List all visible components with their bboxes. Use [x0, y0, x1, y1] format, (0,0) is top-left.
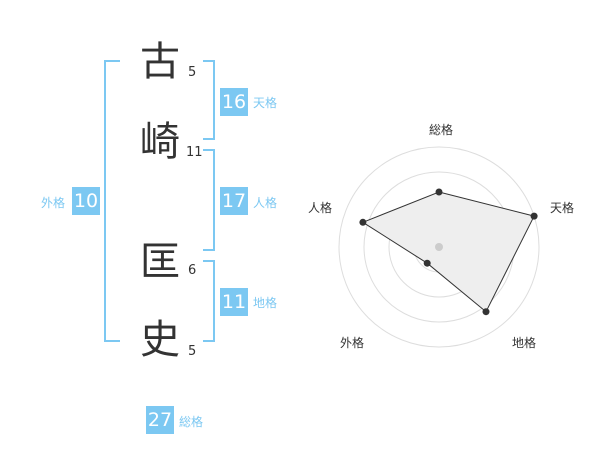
jinkaku-value: 17 [220, 187, 248, 215]
chikaku-value: 11 [220, 288, 248, 316]
chikaku-bracket [203, 260, 215, 342]
chikaku-label: 地格 [253, 296, 278, 310]
radar-label-jinkaku: 人格 [308, 200, 332, 215]
radar-area [361, 191, 535, 313]
tenkaku-bracket [203, 60, 215, 140]
name-char-4: 史 [140, 317, 180, 363]
radar-point [359, 218, 367, 226]
gaikaku-label: 外格 [41, 196, 66, 210]
jinkaku-label: 人格 [253, 196, 278, 210]
radar-label-chikaku: 地格 [512, 335, 536, 350]
stroke-count-1: 5 [188, 65, 197, 80]
name-char-1: 古 [140, 39, 180, 85]
radar-point [435, 188, 443, 196]
radar-point [530, 212, 538, 220]
stroke-count-3: 6 [188, 263, 197, 278]
radar-ring [338, 146, 540, 348]
jinkaku-bracket [203, 149, 215, 251]
name-char-3: 匡 [140, 239, 180, 285]
tenkaku-value: 16 [220, 88, 248, 116]
stroke-count-4: 5 [188, 344, 197, 359]
gaikaku-bracket [104, 60, 120, 342]
radar-label-soukaku: 総格 [429, 122, 453, 137]
name-char-2: 崎 [140, 119, 180, 165]
soukaku-value: 27 [146, 406, 174, 434]
radar-point [482, 308, 490, 316]
radar-point [423, 259, 431, 267]
radar-label-tenkaku: 天格 [550, 200, 574, 215]
radar-label-gaikaku: 外格 [340, 335, 364, 350]
stroke-count-2: 11 [186, 145, 203, 160]
tenkaku-label: 天格 [253, 96, 278, 110]
soukaku-label: 総格 [179, 415, 204, 429]
gaikaku-value: 10 [72, 187, 100, 215]
radar-center-dot [435, 243, 443, 251]
